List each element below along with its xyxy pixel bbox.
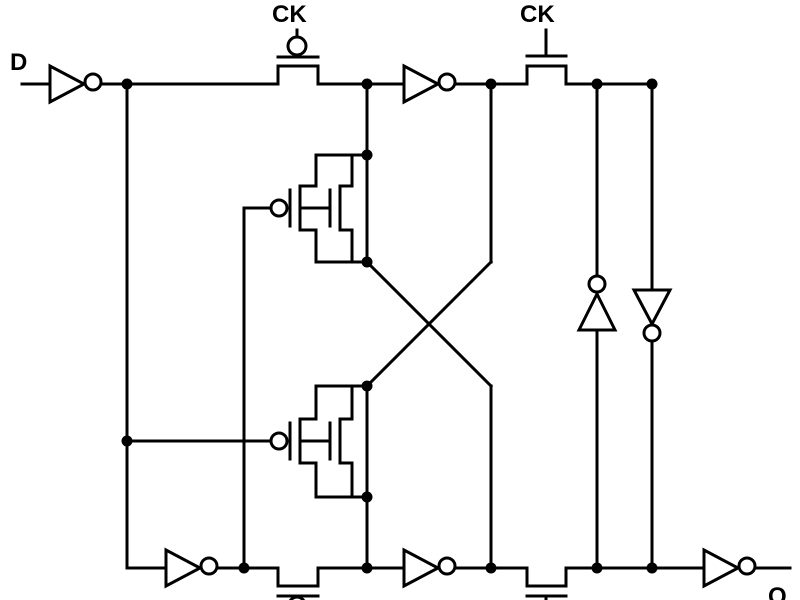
d-input-label: D [10, 49, 27, 76]
gate-bubble [269, 431, 289, 451]
junction-dots [121, 78, 658, 574]
gate-bubble [269, 198, 289, 218]
gate-bubble [288, 595, 306, 600]
top-pass-transistor-1 [276, 28, 320, 86]
top-middle-inverter [402, 63, 457, 105]
output-inverter [702, 547, 757, 589]
bottom-pass-transistor-1 [276, 566, 320, 600]
q-output-label: Q [768, 583, 787, 600]
feedback-inverter-down [631, 288, 673, 343]
lower-transmission-gate [269, 384, 369, 499]
ck-label-right: CK [520, 1, 555, 28]
feedback-inverter-up [576, 274, 618, 332]
bottom-left-inverter [164, 547, 219, 589]
bottom-pass-transistor-2 [525, 566, 568, 600]
top-pass-transistor-2 [525, 28, 568, 86]
cross-coupling [364, 82, 494, 570]
upper-transmission-gate [269, 153, 369, 264]
vertical-wires [125, 82, 654, 570]
gate-bubble [286, 35, 308, 57]
input-inverter [48, 63, 103, 105]
ck-label-left: CK [272, 1, 307, 28]
bottom-middle-inverter [402, 547, 457, 589]
